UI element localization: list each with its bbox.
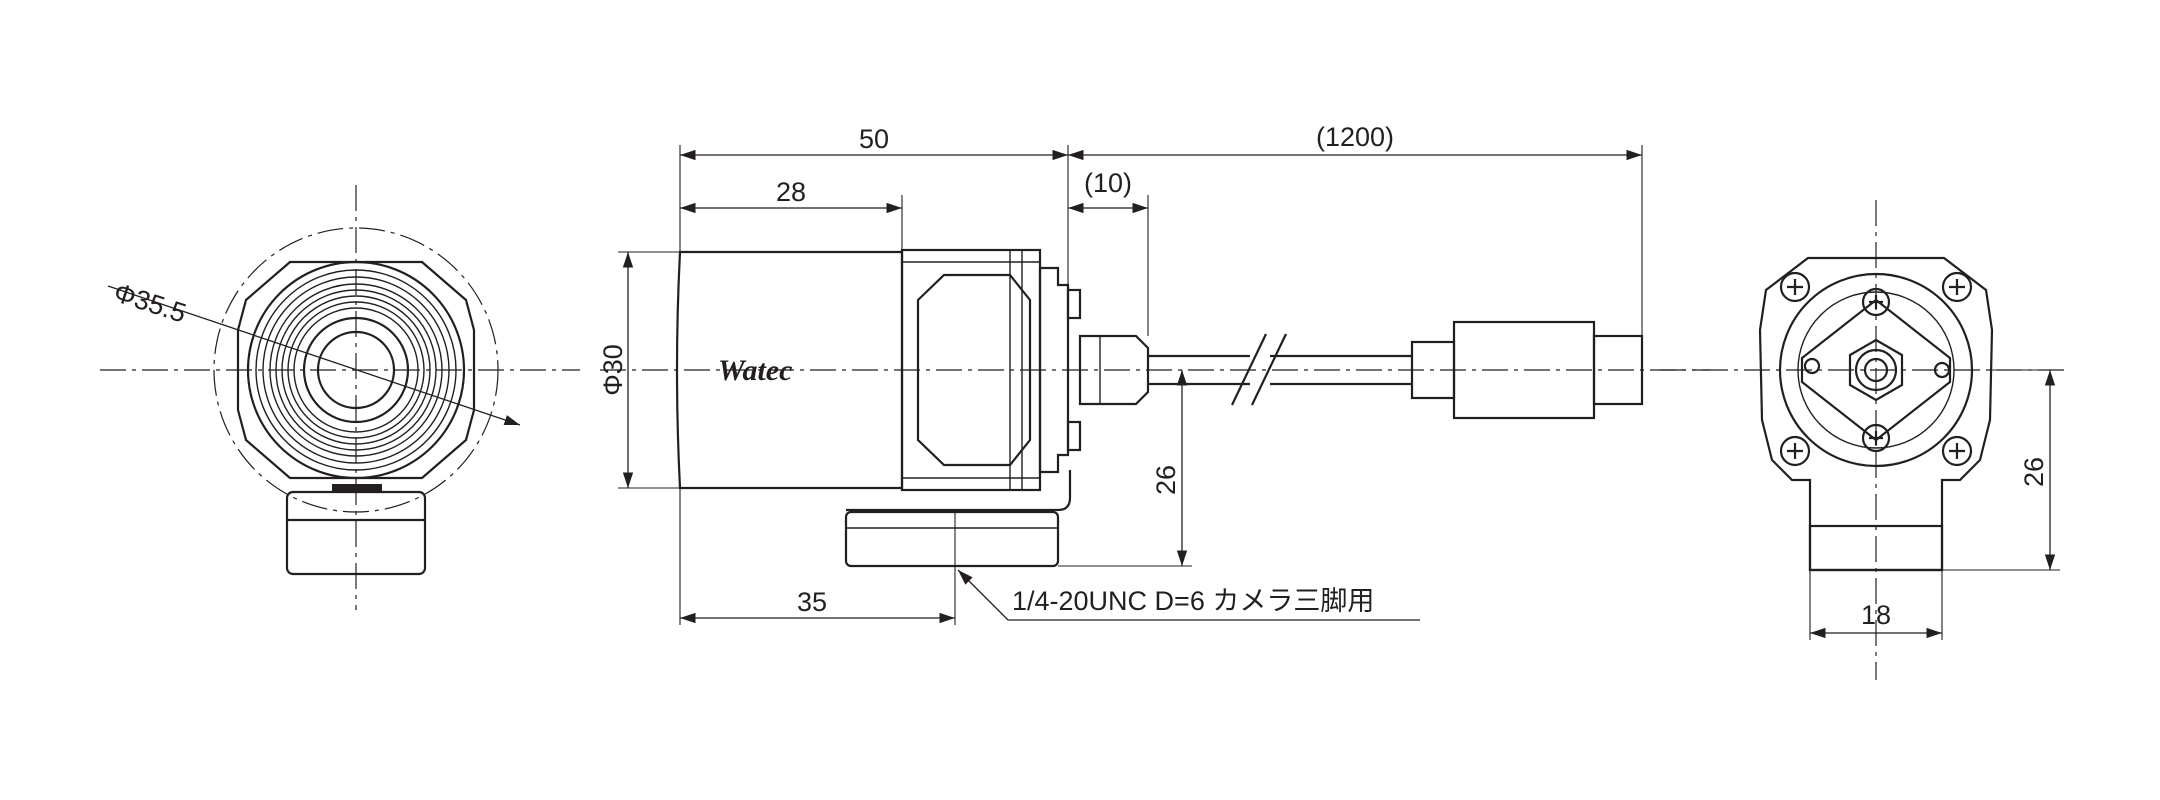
screw-icon: [1861, 423, 1891, 453]
front-lens-ring-3: [262, 276, 450, 464]
dim-cable-length: (1200): [1316, 122, 1394, 152]
front-diameter-label: Φ35.5: [110, 277, 190, 328]
dim-overall-length: 50: [859, 124, 889, 154]
front-lens-ring-2: [255, 269, 457, 471]
watec-logo: Watec: [718, 354, 792, 387]
rear-hex-nut: [1848, 338, 1904, 402]
tripod-mount-block: [844, 510, 1060, 568]
tripod-leader-line: [957, 569, 1420, 621]
rear-pin-left: [1803, 357, 1821, 375]
housing-clip: [916, 273, 1032, 467]
dim-rear-width: 18: [1861, 600, 1891, 630]
front-diameter-leader: [107, 285, 521, 426]
front-lens-glass: [316, 330, 396, 410]
screw-icon: [1941, 435, 1973, 467]
front-lens-ring-9: [302, 316, 410, 424]
screw-icon: [1861, 287, 1891, 317]
side-view: Watec 50 (12: [598, 122, 1710, 625]
dim-body-diameter: Φ30: [598, 344, 628, 396]
rear-inner-ring: [1797, 291, 1955, 449]
front-lens-ring-6: [281, 295, 431, 445]
connector-tip: [1592, 334, 1644, 406]
front-lens-ring-1: [246, 260, 466, 480]
dim-body-length: 28: [776, 177, 806, 207]
dim-connector-length: (10): [1084, 168, 1132, 198]
cable-break-2: [1251, 333, 1287, 406]
rear-body-ring: [1778, 272, 1974, 468]
dim-rear-height: 26: [2019, 457, 2049, 487]
rear-flange: [1038, 266, 1070, 474]
cable-break-1: [1231, 333, 1267, 406]
rear-cable-inner: [1863, 357, 1889, 383]
mount-bracket: [846, 470, 1072, 512]
tripod-mount-annotation: 1/4-20UNC D=6 カメラ三脚用: [1012, 586, 1374, 616]
front-lens-ring-5: [275, 289, 437, 451]
rear-boss-bottom: [1066, 420, 1082, 452]
dim-mount-position: 35: [797, 587, 827, 617]
front-mount-notch: [332, 484, 382, 492]
rear-pin-right: [1933, 361, 1951, 379]
rear-view: 26 18: [1660, 200, 2070, 680]
rear-boss-top: [1066, 288, 1082, 320]
dim-mount-height: 26: [1151, 465, 1181, 495]
screw-icon: [1941, 271, 1973, 303]
screw-icon: [1779, 435, 1811, 467]
front-lens-ring-8: [293, 307, 419, 433]
front-lens-ring-7: [287, 301, 425, 439]
rear-cable-outer: [1854, 348, 1898, 392]
front-lens-ring-4: [269, 283, 443, 457]
front-view: Φ35.5: [100, 185, 580, 610]
screw-icon: [1779, 271, 1811, 303]
cable-gland: [1078, 334, 1150, 406]
front-outer-diameter-circle: [213, 227, 499, 513]
